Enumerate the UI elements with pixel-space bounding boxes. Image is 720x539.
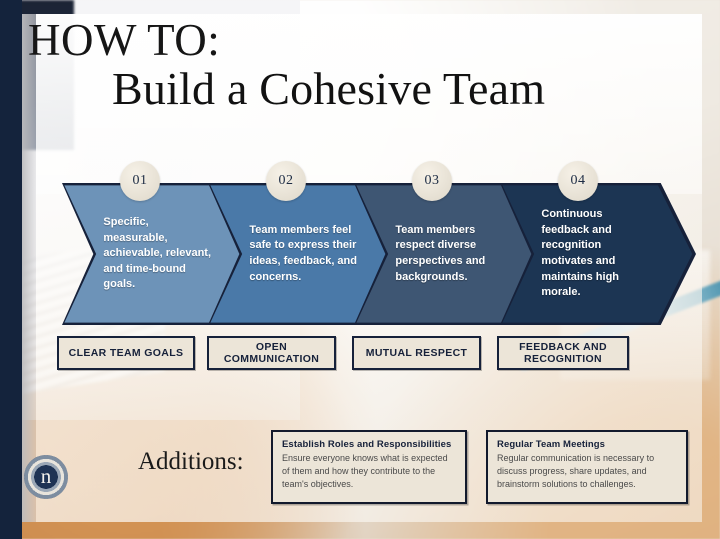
step-label-4[interactable]: FEEDBACK AND RECOGNITION bbox=[497, 336, 629, 370]
brand-logo: n bbox=[24, 455, 68, 499]
step-label-row: CLEAR TEAM GOALS OPEN COMMUNICATION MUTU… bbox=[0, 336, 720, 378]
step-badge-3: 03 bbox=[412, 161, 452, 201]
step-chevron-4[interactable]: Continuous feedback and recognition moti… bbox=[500, 183, 696, 325]
addition-card-1-body: Ensure everyone knows what is expected o… bbox=[282, 453, 448, 489]
step-badge-1: 01 bbox=[120, 161, 160, 201]
addition-card-2[interactable]: Regular Team Meetings Regular communicat… bbox=[486, 430, 688, 504]
step-body-3: Team members respect diverse perspective… bbox=[395, 223, 486, 283]
step-body-2: Team members feel safe to express their … bbox=[249, 223, 357, 283]
addition-card-2-body: Regular communication is necessary to di… bbox=[497, 453, 655, 489]
step-label-3[interactable]: MUTUAL RESPECT bbox=[352, 336, 481, 370]
title-line-2: Build a Cohesive Team bbox=[112, 63, 546, 114]
step-badge-2: 02 bbox=[266, 161, 306, 201]
addition-card-1[interactable]: Establish Roles and Responsibilities Ens… bbox=[271, 430, 467, 504]
step-label-2[interactable]: OPEN COMMUNICATION bbox=[207, 336, 336, 370]
brand-logo-glyph: n bbox=[40, 464, 52, 488]
title-line-1: HOW TO: bbox=[28, 15, 221, 65]
addition-card-2-title: Regular Team Meetings bbox=[497, 439, 606, 450]
step-label-1[interactable]: CLEAR TEAM GOALS bbox=[57, 336, 195, 370]
addition-card-1-title: Establish Roles and Responsibilities bbox=[282, 439, 452, 450]
page-title: HOW TO: Build a Cohesive Team bbox=[28, 18, 668, 113]
left-accent-band bbox=[0, 0, 22, 539]
process-flow: Specific, measurable, achievable, releva… bbox=[0, 161, 720, 333]
additions-heading: Additions: bbox=[138, 448, 244, 475]
step-body-1: Specific, measurable, achievable, releva… bbox=[103, 215, 212, 291]
additions-card-row: Establish Roles and Responsibilities Ens… bbox=[0, 430, 720, 510]
step-body-4: Continuous feedback and recognition moti… bbox=[541, 208, 620, 299]
step-badge-4: 04 bbox=[558, 161, 598, 201]
left-secondary-band bbox=[22, 14, 36, 522]
